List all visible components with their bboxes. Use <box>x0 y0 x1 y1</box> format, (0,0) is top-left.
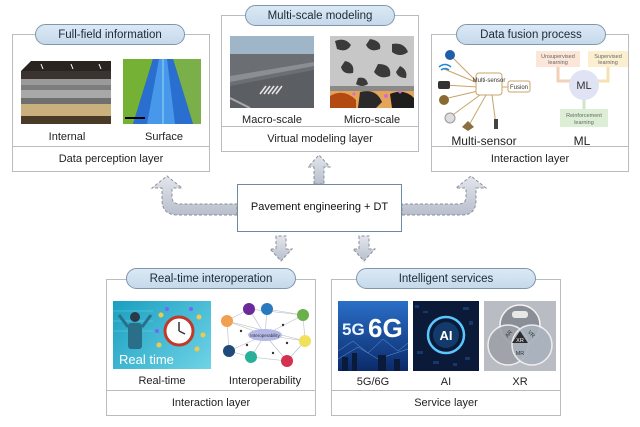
title-full-field-information: Full-field information <box>35 24 185 45</box>
panel-data-fusion: Multi-sensor Fusion Unsupervised learnin… <box>431 34 629 172</box>
title-intelligent-services: Intelligent services <box>356 268 536 289</box>
xr-center-label: XR <box>516 338 524 344</box>
panel-intelligent-services: 5G 6G AI XR AR VR MR 5G/6G AI <box>331 279 561 416</box>
svg-text:learning: learning <box>574 120 594 126</box>
caption-macro-scale: Macro-scale <box>242 114 302 126</box>
layer-label-interaction-bottom: Interaction layer <box>107 390 315 415</box>
central-node-pavement-dt: Pavement engineering + DT <box>237 184 402 232</box>
internal-pavement-layers-image <box>21 59 111 124</box>
caption-ai: AI <box>440 376 452 388</box>
layer-label-data-perception: Data perception layer <box>13 146 209 171</box>
real-time-image-text: Real time <box>119 352 174 367</box>
ai-image-text: AI <box>440 328 453 343</box>
arrow-to-intelligent-services <box>351 235 377 262</box>
caption-real-time: Real-time <box>138 375 186 387</box>
svg-text:Unsupervised: Unsupervised <box>541 54 575 60</box>
caption-ml: ML <box>573 134 591 148</box>
micro-scale-material-image <box>330 36 414 108</box>
title-multi-scale-modeling: Multi-scale modeling <box>245 5 395 26</box>
panel-multi-scale: Macro-scale Micro-scale Virtual modeling… <box>221 15 419 152</box>
vr-label: VR <box>526 330 536 340</box>
title-data-fusion-process: Data fusion process <box>456 24 606 45</box>
panel-real-time: Real time Interoperability Real-time Int… <box>106 279 316 416</box>
ar-label: AR <box>504 329 514 339</box>
layer-label-interaction-top: Interaction layer <box>432 146 628 171</box>
caption-interoperability: Interoperability <box>228 375 302 387</box>
caption-xr: XR <box>512 376 528 388</box>
5g-image-text: 5G <box>342 320 365 339</box>
mr-label: MR <box>516 351 525 357</box>
svg-text:Supervised: Supervised <box>594 54 622 60</box>
6g-image-text: 6G <box>368 313 403 343</box>
fusion-label: Fusion <box>510 85 528 91</box>
interoperability-network-image: Interoperability <box>217 301 313 369</box>
arrow-to-real-time <box>268 235 294 262</box>
real-time-image: Real time <box>113 301 211 369</box>
layer-label-service: Service layer <box>332 390 560 415</box>
arrow-to-data-perception <box>150 175 238 216</box>
ai-image: AI <box>413 301 479 371</box>
title-real-time-interoperation: Real-time interoperation <box>126 268 296 289</box>
caption-multi-sensor: Multi-sensor <box>451 134 517 148</box>
5g-6g-image: 5G 6G <box>338 301 408 371</box>
svg-text:learning: learning <box>598 60 618 66</box>
multi-sensor-diagram: Multi-sensor Fusion <box>436 47 532 135</box>
xr-image: XR AR VR MR <box>484 301 556 371</box>
arrow-to-data-fusion <box>401 175 488 216</box>
svg-text:Reinforcement: Reinforcement <box>566 113 602 119</box>
panel-full-field: Internal Surface Data perception layer <box>12 34 210 172</box>
ml-diagram: Unsupervised learning Supervised learnin… <box>536 49 628 131</box>
caption-micro-scale: Micro-scale <box>343 114 401 126</box>
arrow-to-virtual-modeling <box>306 154 332 185</box>
sensor-hub-label: Multi-sensor <box>473 78 506 84</box>
macro-scale-road-image <box>230 36 314 108</box>
caption-surface: Surface <box>145 131 183 143</box>
surface-scan-image <box>123 59 201 124</box>
layer-label-virtual-modeling: Virtual modeling layer <box>222 126 418 151</box>
globe-sensor-icon <box>445 50 455 60</box>
caption-5g-6g: 5G/6G <box>356 376 390 388</box>
network-center-label: Interoperability <box>250 333 280 338</box>
caption-internal: Internal <box>48 131 86 143</box>
ml-center-label: ML <box>576 80 591 92</box>
svg-text:learning: learning <box>548 60 568 66</box>
